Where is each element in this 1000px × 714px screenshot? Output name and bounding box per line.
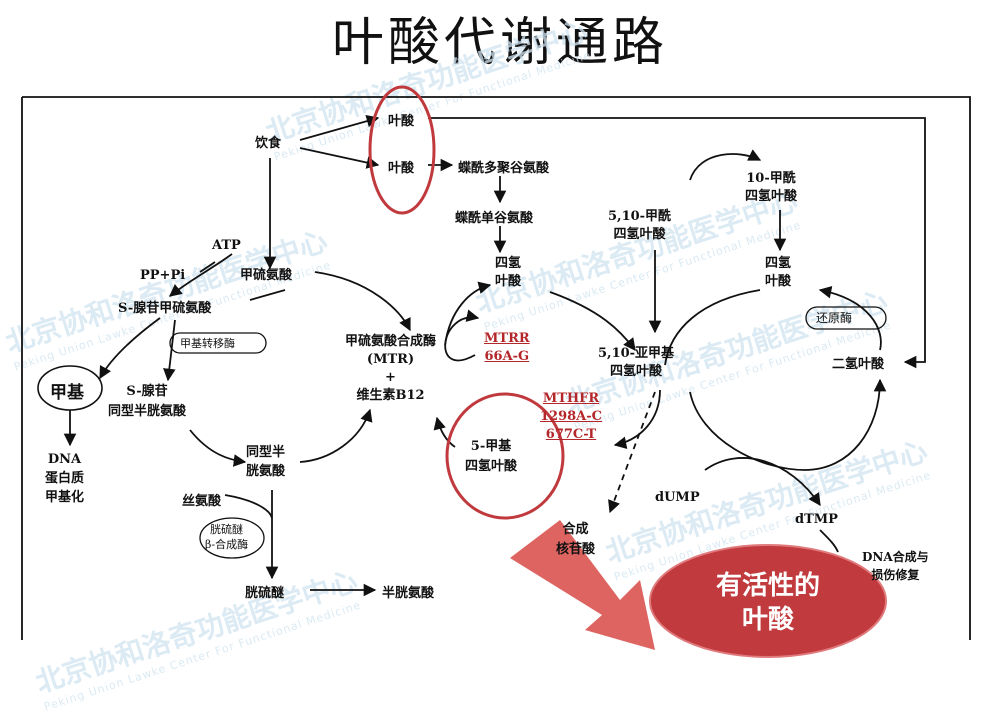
node-dump: dUMP xyxy=(655,490,700,505)
callout-shape xyxy=(649,544,887,658)
node-sam: S-腺苷甲硫氨酸 xyxy=(118,301,212,316)
node-cystathionine: 胱硫醚 xyxy=(245,586,285,601)
node-ppi: PP+Pi xyxy=(140,268,186,283)
node-atp: ATP xyxy=(212,238,241,253)
node-methenyl-thf: 5,10-甲酰四氢叶酸 xyxy=(608,209,672,242)
node-sah: S-腺苷同型半胱氨酸 xyxy=(108,384,187,419)
node-diet: 饮食 xyxy=(255,136,282,151)
node-pteroylmonoglutamate: 蝶酰单谷氨酸 xyxy=(455,211,534,226)
node-pteroylpolyglutamate: 蝶酰多聚谷氨酸 xyxy=(458,161,550,176)
node-folate-mid: 叶酸 xyxy=(388,161,415,176)
folate-highlight-circle xyxy=(368,85,436,215)
node-serine: 丝氨酸 xyxy=(182,494,222,509)
callout-line-2: 叶酸 xyxy=(741,605,794,635)
node-folate-top: 叶酸 xyxy=(388,114,415,129)
reductase-bubble xyxy=(805,306,887,330)
node-thf-right: 四氢叶酸 xyxy=(765,256,792,289)
node-methyltransferase: 甲基转移酶 xyxy=(180,337,235,350)
node-dtmp: dTMP xyxy=(795,512,838,527)
node-thf-center: 四氢叶酸 xyxy=(495,256,522,289)
node-dna-repair: DNA合成与损伤修复 xyxy=(862,550,929,582)
page-title: 叶酸代谢通路 xyxy=(331,13,668,73)
methyl-bubble xyxy=(37,365,103,411)
node-cysteine: 半胱氨酸 xyxy=(382,586,435,601)
node-reductase: 还原酶 xyxy=(816,311,853,325)
node-homocysteine: 同型半胱氨酸 xyxy=(246,445,286,479)
node-5-methyl-thf: 5-甲基四氢叶酸 xyxy=(465,439,518,474)
node-methionine-synthase: 甲硫氨酸合成酶(MTR)+维生素B12 xyxy=(345,334,437,403)
methyltransferase-bubble xyxy=(169,332,267,354)
active-folate-callout: 有活性的 叶酸 xyxy=(650,545,886,657)
node-dhf: 二氢叶酸 xyxy=(832,357,885,372)
node-methylene-thf: 5,10-亚甲基四氢叶酸 xyxy=(598,346,675,379)
cbs-bubble xyxy=(199,517,265,559)
node-methyl-group: 甲基 xyxy=(50,383,84,403)
node-10-formyl-thf: 10-甲酰四氢叶酸 xyxy=(745,171,798,204)
pathway-arrows xyxy=(21,85,971,658)
callout-line-1: 有活性的 xyxy=(715,571,820,601)
methyl-thf-highlight-circle xyxy=(445,392,565,520)
highlight-arrow xyxy=(510,520,655,650)
node-nucleotide-synthesis: 合成核苷酸 xyxy=(556,522,596,557)
node-methionine: 甲硫氨酸 xyxy=(240,268,293,283)
